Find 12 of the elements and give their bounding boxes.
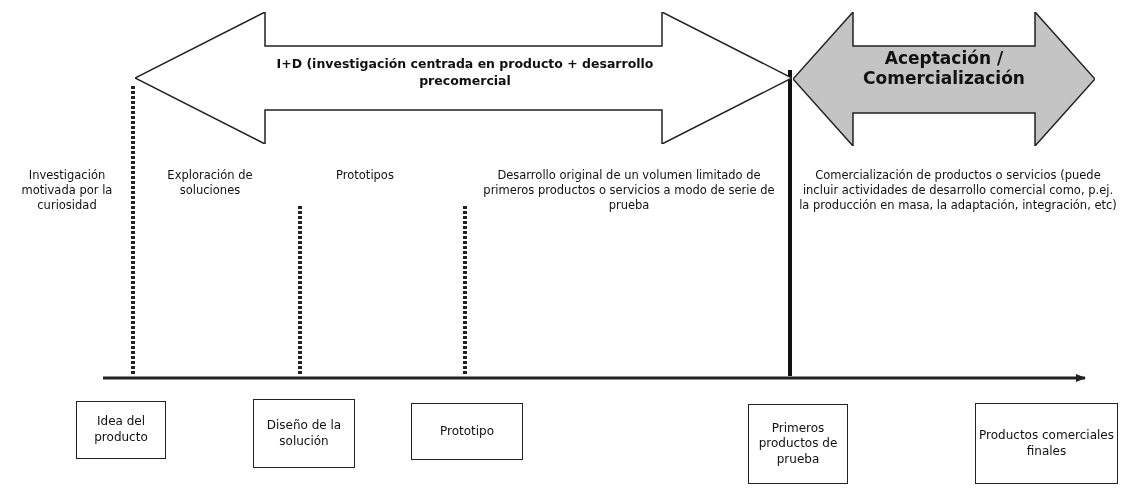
- phase-heading: Aceptación / Comercialización: [862, 48, 1026, 89]
- milestone-box: Diseño de la solución: [253, 399, 355, 468]
- phase-description: Exploración de soluciones: [166, 168, 254, 198]
- milestone-box: Primeros productos de prueba: [748, 404, 848, 484]
- phase-description: Prototipos: [335, 168, 395, 183]
- milestone-box: Productos comerciales finales: [975, 403, 1118, 484]
- phase-description: Comercialización de productos o servicios (puede incluir actividades de desarrollo comercial como, p.ej. la producción en masa, la adaptación, integración, etc): [798, 168, 1118, 213]
- phase-description: Desarrollo original de un volumen limitado de primeros productos o servicios a modo de serie de prueba: [482, 168, 776, 213]
- milestone-box: Idea del producto: [76, 401, 166, 459]
- phase-description: Investigación motivada por la curiosidad: [20, 168, 114, 213]
- milestone-box: Prototipo: [411, 403, 523, 460]
- phase-heading: I+D (investigación centrada en producto + desarrollo precomercial: [275, 56, 655, 90]
